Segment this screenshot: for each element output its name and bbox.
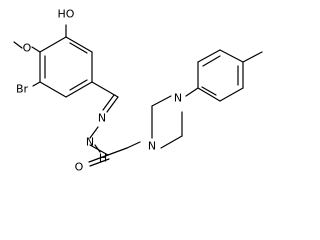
bond <box>69 79 88 91</box>
piperazine-n1-label: N <box>148 140 156 153</box>
bond <box>201 86 217 96</box>
hydroxyl-label: HO <box>58 8 75 21</box>
methoxy-bond <box>31 46 41 53</box>
chemical-structure: HO O Br N N H O N N <box>13 8 263 174</box>
bond <box>39 36 67 53</box>
bond <box>39 81 67 98</box>
imine-double-bond <box>106 96 119 113</box>
hydrazone-n-n-bond <box>89 126 99 139</box>
bromo-bond <box>32 81 41 87</box>
methyl-bond <box>13 41 23 49</box>
bond <box>197 87 221 102</box>
molecule-diagram: HO O Br N N H O N N <box>13 8 263 174</box>
methylene-bond <box>107 147 128 156</box>
ring-b <box>197 49 263 102</box>
piperazine-n2-label: N <box>174 92 182 105</box>
bond <box>202 55 221 67</box>
bromine-label: Br <box>16 83 29 96</box>
aryl-methyl-bond <box>242 51 263 63</box>
bond <box>219 49 244 63</box>
vinyl-bond <box>91 81 119 98</box>
carbonyl-double-bond <box>89 158 110 167</box>
piperazine-ring <box>151 87 199 149</box>
bond <box>219 87 244 102</box>
bond <box>69 42 88 54</box>
bond <box>197 49 221 63</box>
methoxy-oxygen-label: O <box>23 42 32 55</box>
amide-c-n-bond <box>89 144 109 156</box>
bond <box>151 95 172 107</box>
bond <box>65 36 93 53</box>
hydrazone-n1-label: N <box>98 112 106 125</box>
carbonyl-double-bond <box>88 154 109 163</box>
methylene-bond <box>126 141 141 149</box>
bond <box>160 135 183 149</box>
bond <box>65 81 93 98</box>
hydrazone-n2-label: N <box>86 136 94 149</box>
ring-a <box>39 36 93 98</box>
imine-double-bond <box>102 94 115 111</box>
amide-h-label: H <box>99 152 107 165</box>
carbonyl-oxygen-label: O <box>75 161 84 174</box>
bond <box>185 87 199 97</box>
